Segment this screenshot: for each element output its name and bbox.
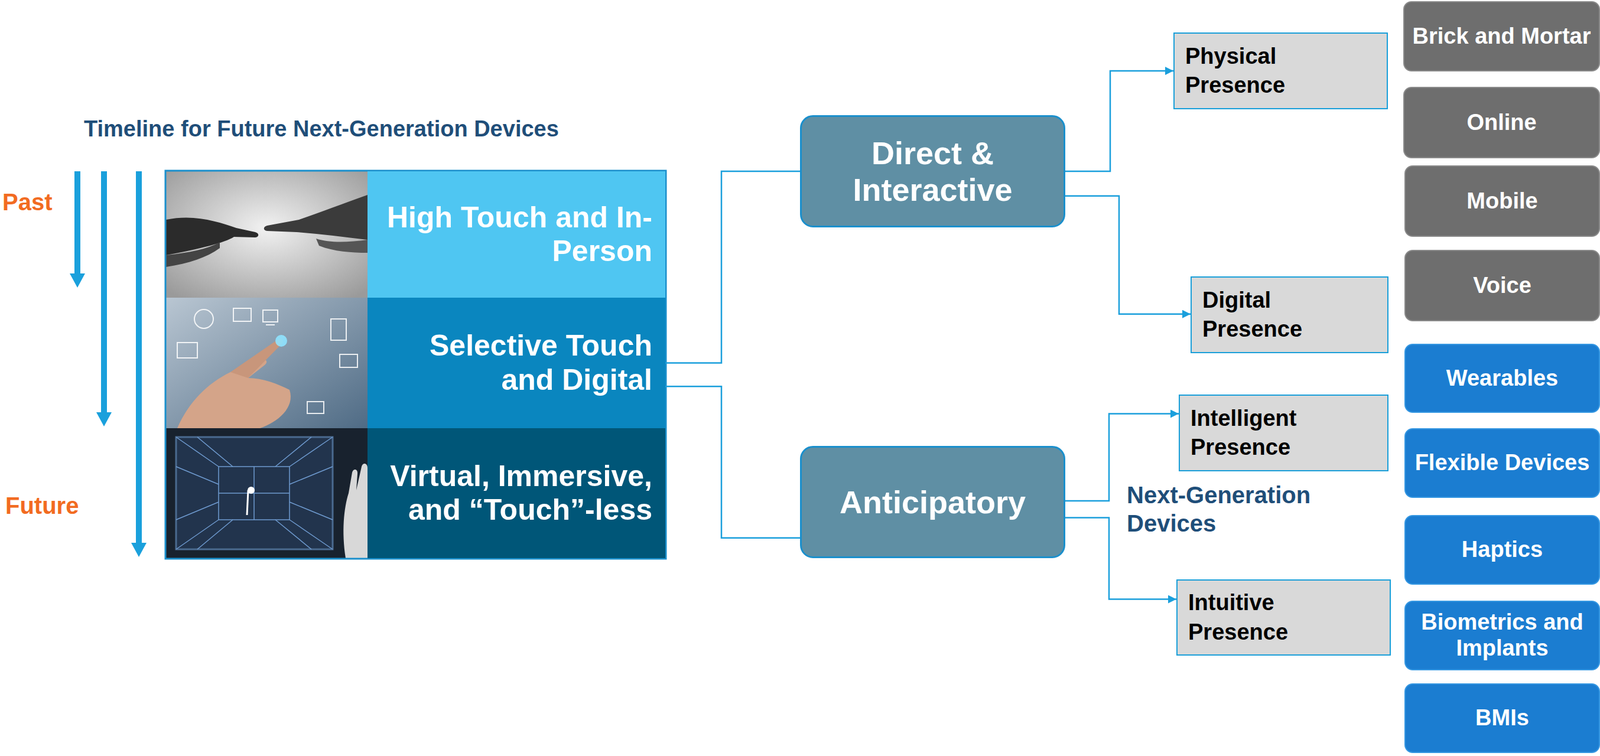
text-group: Flexible Devices [1415,450,1590,477]
text-group: Voice [1472,272,1532,299]
photo-digital [166,297,368,429]
text-group: Selective Touch and Digital [380,329,653,398]
node-text: Online [1466,109,1537,136]
connector [665,386,800,539]
category-box: Anticipatory [800,446,1066,559]
device-box: Wearables [1404,343,1600,413]
text-group: Direct & Interactive [811,134,1055,208]
category-box: Direct & Interactive [800,115,1066,228]
connector-layer [665,70,1191,600]
text-group: Digital Presence [1202,285,1377,345]
channel-box: Mobile [1404,165,1600,237]
panel-outline [165,170,666,559]
node-text: Direct & Interactive [811,134,1055,208]
node-text: Digital Presence [1202,285,1377,345]
text-group: Virtual, Immersive, and “Touch”-less [380,459,653,528]
text-group: Online [1466,109,1537,136]
text-group: Brick and Mortar [1412,23,1592,50]
text-group: High Touch and In-Person [380,200,653,269]
channel-box: Voice [1404,249,1600,322]
connector [1065,70,1174,172]
arrow-head [69,273,86,288]
node-text: BMIs [1475,705,1530,732]
timeline-arrows [69,171,147,558]
node-text: Selective Touch and Digital [380,329,653,398]
arrow-shaft [101,171,107,414]
node-text: Flexible Devices [1415,450,1590,477]
node-text: Virtual, Immersive, and “Touch”-less [380,459,653,528]
text-group: Intelligent Presence [1190,404,1377,463]
device-box: Flexible Devices [1404,428,1600,499]
text-group: Anticipatory [839,483,1026,521]
text-group: Haptics [1461,537,1543,564]
timeline-band: Selective Touch and Digital [367,297,666,429]
channel-box: Brick and Mortar [1403,1,1600,72]
arrow-head [96,412,112,427]
text-group: BMIs [1475,705,1530,732]
node-text: Physical Presence [1185,41,1377,101]
node-text: Voice [1472,272,1532,299]
presence-box: Digital Presence [1190,276,1389,354]
node-text: Brick and Mortar [1412,23,1592,50]
node-text: Anticipatory [839,483,1026,521]
group-label: Next-Generation Devices [1126,480,1352,538]
timeline-band: Virtual, Immersive, and “Touch”-less [367,428,666,559]
timeline-label: Past [2,187,97,217]
node-text: Haptics [1461,537,1543,564]
photo-hands [166,171,368,298]
presence-box: Intelligent Presence [1178,394,1389,472]
photo-virtual [166,428,368,559]
connector [1065,196,1191,315]
arrow-head [131,542,147,558]
device-box: Biometrics and Implants [1404,600,1600,671]
arrow-shaft [74,171,81,275]
node-text: Mobile [1466,188,1538,215]
timeline-band: High Touch and In-Person [367,171,666,298]
node-text: High Touch and In-Person [380,200,653,269]
node-text: Intelligent Presence [1190,404,1377,463]
timeline-label: Future [5,491,112,520]
device-box: BMIs [1404,683,1600,754]
text-group: Intuitive Presence [1188,588,1380,647]
node-text: Intuitive Presence [1188,588,1380,647]
text-group: Biometrics and Implants [1411,609,1593,662]
connector [665,171,800,364]
presence-box: Intuitive Presence [1176,579,1391,656]
arrow-shaft [135,171,142,545]
text-group: Physical Presence [1185,41,1377,101]
node-text: Wearables [1446,365,1559,392]
channel-box: Online [1403,86,1600,159]
node-text: Biometrics and Implants [1411,609,1593,662]
text-group: Wearables [1446,365,1559,392]
diagram-title: Timeline for Future Next-Generation Devi… [83,115,559,143]
device-box: Haptics [1404,515,1600,585]
presence-box: Physical Presence [1173,32,1388,110]
text-group: Mobile [1466,188,1538,215]
